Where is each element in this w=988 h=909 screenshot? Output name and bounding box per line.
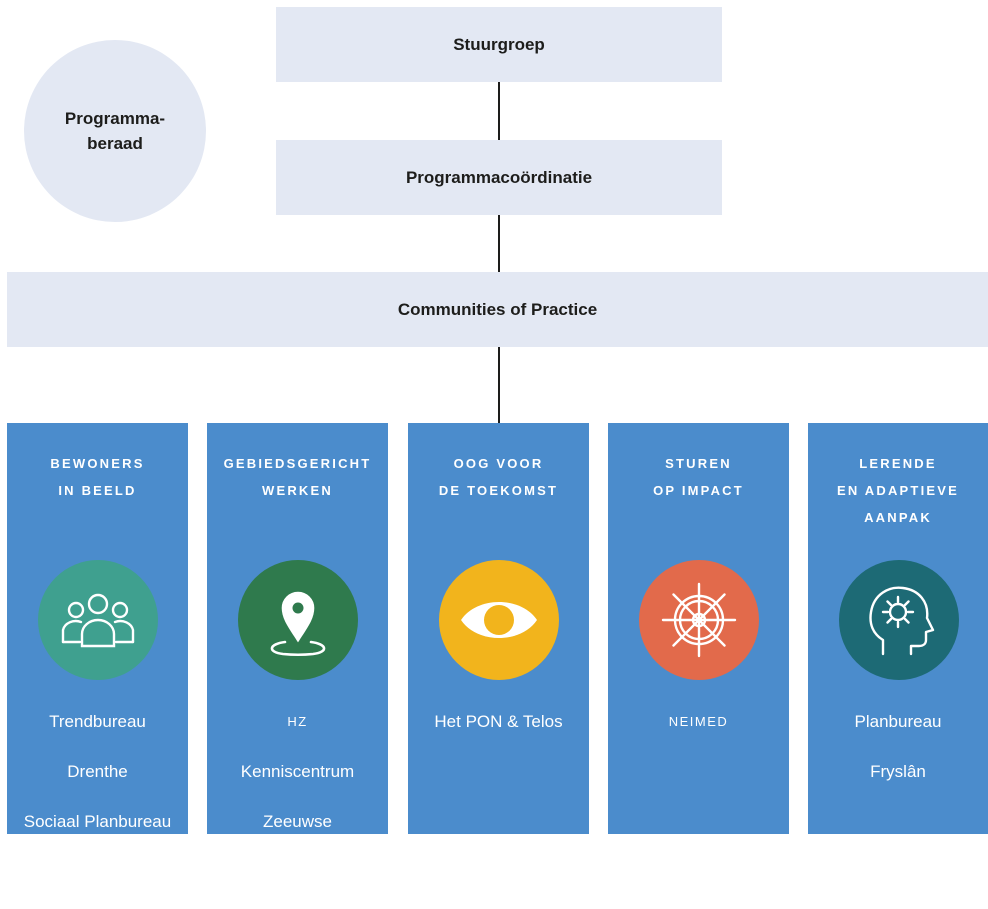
ship-wheel-icon bbox=[639, 560, 759, 680]
org-line: Het PON & Telos bbox=[434, 712, 563, 731]
programmacoordinatie-node: Programmacoördinatie bbox=[276, 140, 722, 215]
programmacoordinatie-label: Programmacoördinatie bbox=[405, 167, 593, 187]
column-organisation: Het PON & Telos bbox=[408, 684, 589, 759]
stuurgroep-node: Stuurgroep bbox=[276, 7, 722, 82]
connector-line bbox=[498, 347, 500, 423]
org-line: Planbureau bbox=[854, 712, 942, 731]
org-line: HZ bbox=[287, 714, 308, 729]
theme-column-oog-voor-de-toekomst: OOG VOOR DE TOEKOMST Het PON & Telos bbox=[408, 423, 589, 834]
column-organisation: NEIMED bbox=[608, 684, 789, 759]
programmaberaad-label: Programma- beraad bbox=[64, 109, 166, 153]
column-title: LERENDE EN ADAPTIEVE AANPAK bbox=[837, 456, 959, 525]
theme-column-bewoners: BEWONERS IN BEELD Trendbureau Drenthe So… bbox=[7, 423, 188, 881]
org-line: Sociaal Planbureau bbox=[23, 812, 172, 831]
eye-icon bbox=[439, 560, 559, 680]
stuurgroep-label: Stuurgroep bbox=[453, 34, 545, 54]
communities-node: Communities of Practice bbox=[7, 272, 988, 347]
connector-line bbox=[498, 215, 500, 272]
theme-column-lerende-aanpak: LERENDE EN ADAPTIEVE AANPAK Planbureau F… bbox=[808, 423, 988, 834]
column-organisation: HZ Kenniscentrum Zeeuwse samenleving bbox=[207, 684, 388, 909]
programmaberaad-node: Programma- beraad bbox=[24, 40, 206, 222]
location-pin-icon bbox=[238, 560, 358, 680]
head-gear-icon bbox=[839, 560, 959, 680]
org-line: Trendbureau bbox=[49, 712, 146, 731]
org-line: Groningen bbox=[57, 862, 138, 881]
org-line: NEIMED bbox=[668, 714, 729, 729]
column-organisation: Trendbureau Drenthe Sociaal Planbureau G… bbox=[7, 684, 188, 909]
communities-label: Communities of Practice bbox=[397, 299, 598, 319]
connector-line bbox=[498, 82, 500, 140]
column-title: BEWONERS IN BEELD bbox=[50, 456, 145, 498]
column-title: OOG VOOR DE TOEKOMST bbox=[438, 456, 559, 498]
theme-column-sturen-op-impact: STUREN OP IMPACT NEIMED bbox=[608, 423, 789, 834]
org-line: Kenniscentrum bbox=[240, 762, 355, 781]
people-group-icon bbox=[38, 560, 158, 680]
org-line: Zeeuwse bbox=[263, 812, 332, 831]
org-line: Fryslân bbox=[870, 762, 926, 781]
column-title: STUREN OP IMPACT bbox=[653, 456, 744, 498]
column-title: GEBIEDSGERICHT WERKEN bbox=[223, 456, 372, 498]
org-line: Drenthe bbox=[67, 762, 128, 781]
org-line: samenleving bbox=[249, 862, 346, 881]
theme-column-gebiedsgericht: GEBIEDSGERICHT WERKEN HZ Kenniscentrum Z… bbox=[207, 423, 388, 881]
column-organisation: Planbureau Fryslân bbox=[808, 684, 988, 809]
